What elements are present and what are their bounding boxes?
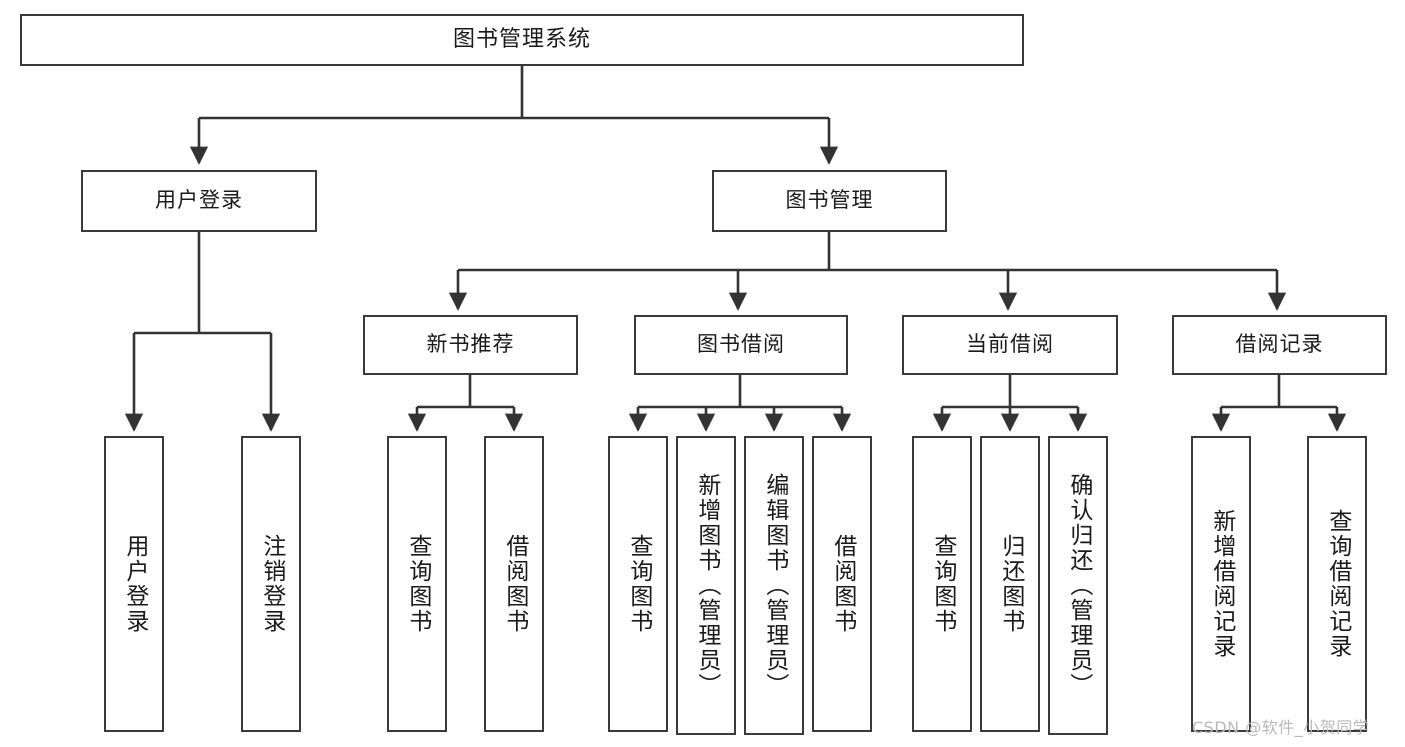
- node-label: 用户登录: [121, 534, 148, 634]
- node-leaf-user-login[interactable]: 用户登录: [104, 436, 164, 732]
- node-label: 借阅图书: [829, 534, 856, 634]
- node-label: 查询图书: [929, 534, 956, 634]
- node-label: 用户登录: [155, 188, 243, 213]
- node-label: 借阅记录: [1235, 332, 1324, 357]
- node-label: 新书推荐: [426, 332, 515, 357]
- node-leaf-add-borrow-record[interactable]: 新增借阅记录: [1191, 436, 1251, 732]
- node-leaf-logout[interactable]: 注销登录: [241, 436, 301, 732]
- node-label: 当前借阅: [966, 332, 1054, 357]
- node-label: 注销登录: [258, 534, 285, 634]
- node-leaf-borrow-book-recommend[interactable]: 借阅图书: [484, 436, 544, 732]
- node-label: 图书管理: [785, 188, 874, 213]
- node-label: 新增图书（管理员）: [693, 473, 720, 698]
- node-label: 查询图书: [625, 534, 652, 634]
- node-label: 查询图书: [404, 534, 431, 634]
- node-label: 确认归还（管理员）: [1065, 473, 1092, 698]
- csdn-watermark: CSDN @软件_小贺同学: [1192, 718, 1370, 737]
- node-leaf-add-book-admin[interactable]: 新增图书（管理员）: [676, 436, 736, 735]
- node-new-book-recommend[interactable]: 新书推荐: [363, 315, 578, 375]
- node-leaf-borrow-book[interactable]: 借阅图书: [812, 436, 872, 732]
- node-label: 查询借阅记录: [1324, 509, 1351, 659]
- node-leaf-query-book-recommend[interactable]: 查询图书: [387, 436, 447, 732]
- node-leaf-query-borrow-record[interactable]: 查询借阅记录: [1307, 436, 1367, 732]
- node-root-system[interactable]: 图书管理系统: [20, 14, 1024, 66]
- node-leaf-edit-book-admin[interactable]: 编辑图书（管理员）: [744, 436, 804, 735]
- node-label: 新增借阅记录: [1208, 509, 1235, 659]
- node-leaf-return-book[interactable]: 归还图书: [980, 436, 1040, 732]
- node-label: 图书管理系统: [452, 26, 591, 52]
- node-label: 图书借阅: [697, 332, 785, 357]
- node-borrow-record[interactable]: 借阅记录: [1172, 315, 1387, 375]
- node-current-borrow[interactable]: 当前借阅: [902, 315, 1118, 375]
- node-label: 借阅图书: [501, 534, 528, 634]
- node-leaf-query-book-current[interactable]: 查询图书: [912, 436, 972, 732]
- node-label: 归还图书: [997, 534, 1024, 634]
- node-book-management[interactable]: 图书管理: [712, 170, 947, 232]
- node-leaf-query-book[interactable]: 查询图书: [608, 436, 668, 732]
- node-user-login[interactable]: 用户登录: [81, 170, 317, 232]
- node-leaf-confirm-return-admin[interactable]: 确认归还（管理员）: [1048, 436, 1108, 735]
- node-book-borrow[interactable]: 图书借阅: [634, 315, 848, 375]
- node-label: 编辑图书（管理员）: [761, 473, 788, 698]
